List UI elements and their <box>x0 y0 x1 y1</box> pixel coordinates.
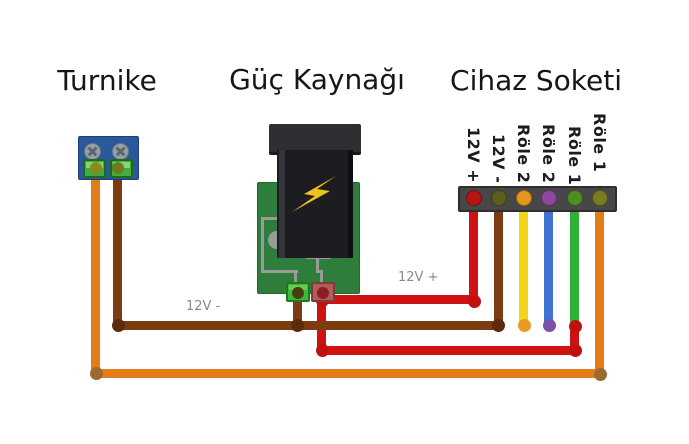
pcb-trace <box>261 217 264 273</box>
device-socket-title: Cihaz Soketi <box>450 64 622 97</box>
wire-red-bottom-horizontal <box>318 346 579 355</box>
wire-orange-turnstile-vertical <box>91 168 100 378</box>
wire-junction-dot <box>290 318 304 332</box>
wire-end-cap <box>542 318 556 332</box>
wire-yellow-role2 <box>519 190 528 329</box>
pcb-trace <box>261 217 279 220</box>
pin-label-role2-a: Röle 2 <box>514 123 533 183</box>
pcb-trace <box>294 270 297 286</box>
wire-corner-dot <box>568 343 582 357</box>
socket-pin-role1-b <box>592 190 608 206</box>
wire-green-role1 <box>570 190 579 331</box>
socket-pin-role1-a <box>567 190 583 206</box>
wire-brown-12vminus-vertical <box>494 190 503 330</box>
wire-corner-dot <box>89 366 103 380</box>
wire-crimp-end <box>291 287 304 299</box>
wire-corner-dot <box>593 367 607 381</box>
screw-icon <box>84 143 101 160</box>
transformer-body <box>277 150 353 258</box>
wire-corner-dot <box>467 294 481 308</box>
pin-label-12v-plus: 12V + <box>464 126 483 183</box>
wire-brown-turnstile-vertical <box>113 168 122 330</box>
wire-red-12vplus-horizontal <box>318 295 478 304</box>
pcb-trace <box>320 270 323 285</box>
wire-corner-dot <box>315 343 329 357</box>
wire-crimp-end <box>111 162 124 174</box>
wire-orange-bottom-horizontal <box>92 369 605 378</box>
wire-corner-dot <box>491 318 505 332</box>
pin-label-role1-b: Röle 1 <box>590 112 609 172</box>
wire-brown-psu-vertical <box>293 298 302 330</box>
wire-red-12vplus-vertical <box>469 190 478 304</box>
pin-label-role2-b: Röle 2 <box>539 123 558 183</box>
lightning-bolt-icon <box>292 176 336 212</box>
turnstile-terminal-block <box>78 136 139 180</box>
pcb-trace <box>261 270 298 273</box>
pin-label-role1-a: Röle 1 <box>565 125 584 185</box>
socket-connector-strip <box>458 186 617 212</box>
wire-junction-dot <box>568 319 582 333</box>
turnstile-title: Turnike <box>57 64 157 97</box>
pcb-trace <box>316 256 319 273</box>
wire-blue-role2 <box>544 190 553 329</box>
socket-pin-12vminus <box>491 190 507 206</box>
power-supply-title: Güç Kaynağı <box>229 63 405 96</box>
pcb-trace <box>316 270 323 273</box>
pcb-component <box>268 231 278 249</box>
wire-label-12v-minus: 12V - <box>186 299 221 314</box>
wire-brown-horizontal <box>114 321 503 330</box>
wire-label-12v-plus: 12V + <box>398 270 439 285</box>
socket-pin-12vplus <box>466 190 482 206</box>
wire-crimp-end <box>316 287 329 299</box>
socket-pin-role2-a <box>516 190 532 206</box>
wire-end-cap <box>517 318 531 332</box>
wire-crimp-end <box>89 162 102 174</box>
pin-label-12v-minus: 12V - <box>489 133 508 183</box>
screw-icon <box>112 143 129 160</box>
wire-red-right-vertical <box>570 327 579 355</box>
wire-corner-dot <box>111 318 125 332</box>
wire-orange-role1-vertical <box>595 190 604 378</box>
socket-pin-role2-b <box>541 190 557 206</box>
